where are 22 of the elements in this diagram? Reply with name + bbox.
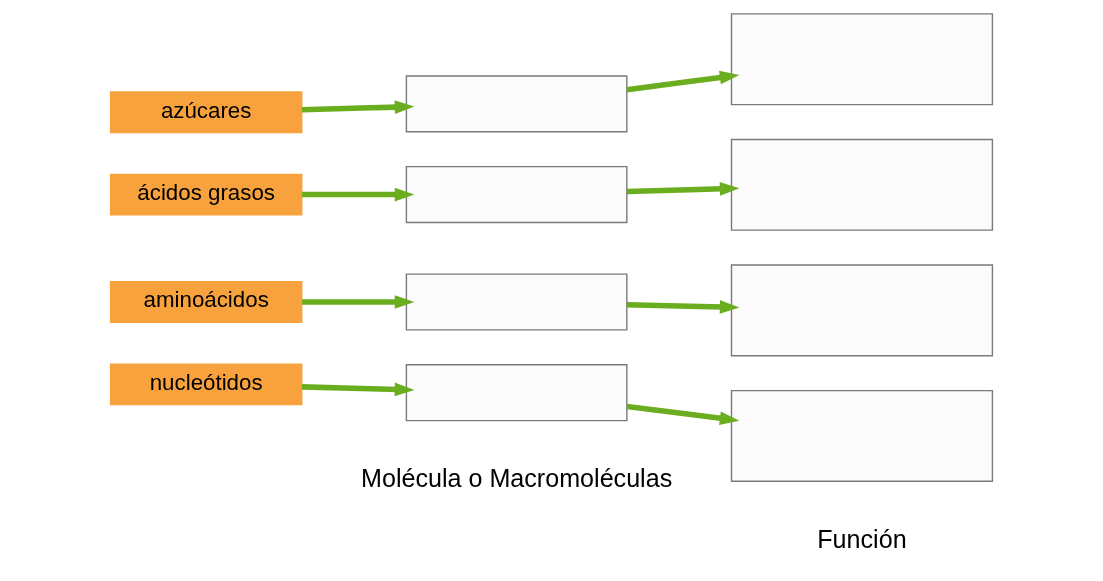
label: Molécula o Macromoléculas (361, 463, 673, 492)
arrow (626, 181, 740, 196)
arrow (301, 187, 415, 202)
node-box (405, 75, 628, 133)
arrow (626, 403, 740, 425)
arrow (626, 70, 740, 93)
node-box: ácidos grasos (109, 173, 303, 216)
arrow (301, 382, 415, 397)
node-box: azúcares (109, 91, 303, 134)
node-box (730, 264, 994, 357)
node-box (730, 389, 994, 482)
arrow (301, 100, 415, 114)
node-box: nucleótidos (109, 363, 303, 406)
node-box (405, 273, 628, 331)
node-box (730, 13, 994, 106)
arrow (301, 295, 415, 309)
arrow (626, 300, 740, 314)
node-box (405, 165, 628, 224)
node-box (405, 364, 628, 422)
node-box (730, 138, 994, 231)
node-box: aminoácidos (109, 281, 303, 323)
label: Función (817, 525, 907, 554)
